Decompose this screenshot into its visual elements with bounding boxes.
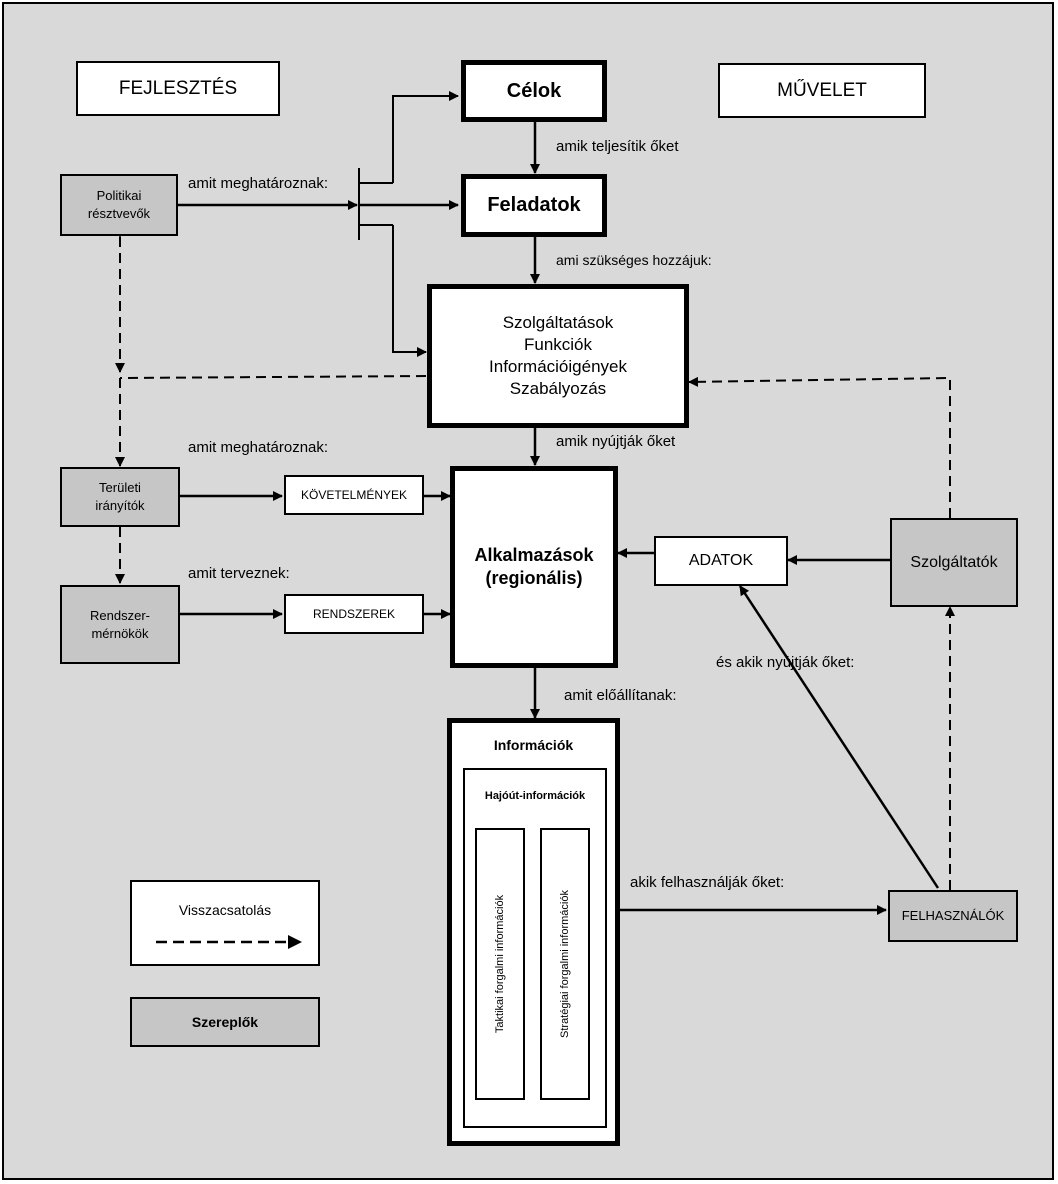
tactical-traffic-info-box: Taktikai forgalmi információk [475,828,525,1100]
voyage-information-box: Hajóút-információk Taktikai forgalmi inf… [463,768,607,1128]
legend-feedback-label: Visszacsatolás [178,902,272,918]
tactical-traffic-info-label: Taktikai forgalmi információk [494,894,506,1034]
services-box: Szolgáltatások Funkciók Információigénye… [427,284,689,428]
applications-box: Alkalmazások (regionális) [450,466,618,668]
development-header: FEJLESZTÉS [76,61,280,116]
regional-managers-line2: irányítók [95,498,145,513]
functions-line: Funkciók [523,334,593,354]
services-feedback-line [119,375,427,379]
system-engineers-line2: mérnökök [91,625,149,641]
systems-box: RENDSZEREK [284,594,424,634]
service-providers-box: Szolgáltatók [890,518,1018,607]
regulation-line: Szabályozás [509,379,607,399]
information-needs-line: Információigények [489,357,627,376]
strategic-traffic-info-label: Stratégiai forgalmi információk [559,890,571,1038]
applications-subtitle: (regionális) [485,568,583,588]
information-title: Információk [493,737,574,753]
needed-label: ami szükséges hozzájuk: [556,252,712,268]
data-box: ADATOK [654,536,788,586]
strategic-traffic-info-box: Stratégiai forgalmi információk [540,828,590,1100]
and-provide-label: és akik nyújtják őket: [716,654,855,671]
information-box: Információk Hajóút-információk Taktikai … [447,718,620,1146]
produce-label: amit előállítanak: [564,687,677,704]
operation-header: MŰVELET [718,63,926,118]
fulfil-label: amik teljesítik őket [556,138,679,155]
political-actors-box: Politikai résztvevők [60,174,178,236]
provide-label: amik nyújtják őket [556,433,676,450]
legend-feedback-box: Visszacsatolás [130,880,320,966]
services-line: Szolgáltatások [502,312,614,332]
users-to-data-arrow [738,585,940,889]
tasks-box: Feladatok [461,174,607,237]
legend-actors-box: Szereplők [130,997,320,1047]
requirements-box: KÖVETELMÉNYEK [284,475,424,515]
political-actors-line1: Politikai [96,188,142,204]
political-actors-line2: résztvevők [87,206,151,221]
system-engineers-box: Rendszer- mérnökök [60,585,180,664]
define-label-top: amit meghatároznak: [188,175,329,192]
design-label: amit terveznek: [188,565,290,582]
regional-managers-line1: Területi [99,480,141,496]
voyage-information-title: Hajóút-információk [484,790,586,802]
system-engineers-line1: Rendszer- [90,607,150,623]
to-goals-arrow [392,91,459,183]
define-label-middle: amit meghatároznak: [188,439,329,456]
users-box: FELHASZNÁLÓK [888,890,1018,942]
to-services-arrow [392,225,427,357]
use-label: akik felhasználják őket: [630,874,785,891]
legend-dashed-arrow [156,935,302,949]
goals-box: Célok [461,60,607,122]
providers-to-services-feedback-arrow [688,376,951,518]
applications-title: Alkalmazások [474,544,594,565]
regional-managers-box: Területi irányítók [60,467,180,527]
